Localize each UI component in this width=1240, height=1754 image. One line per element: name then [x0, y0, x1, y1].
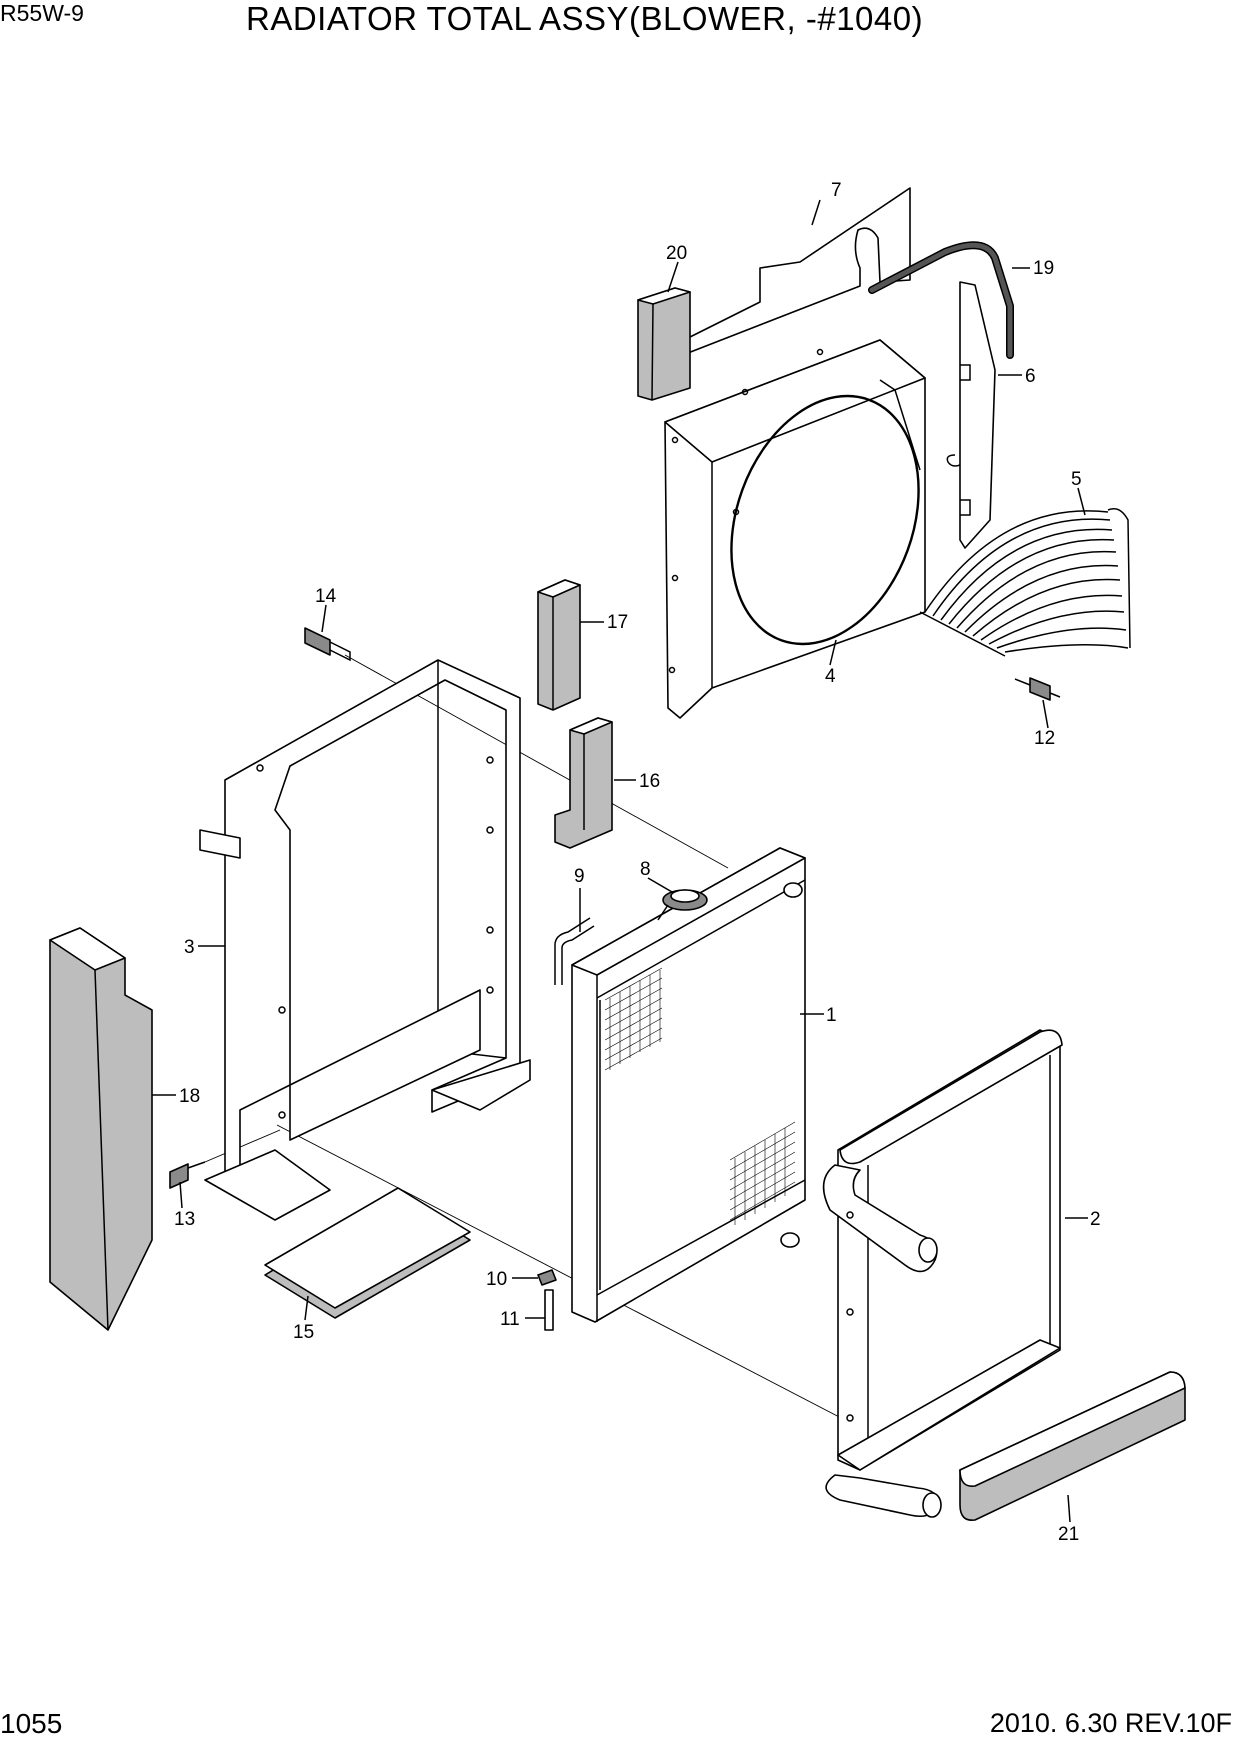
callout-17: 17 [607, 612, 628, 633]
model-code: R55W-9 [0, 0, 84, 26]
part-16-l-block [554, 717, 613, 849]
core-mesh-top [604, 967, 663, 1071]
callout-4: 4 [825, 666, 836, 687]
callout-15: 15 [293, 1322, 314, 1343]
callout-leaders [152, 199, 1088, 1523]
part-14-bolt [304, 627, 351, 662]
part-12-bolt [1014, 677, 1061, 701]
callout-10: 10 [486, 1269, 507, 1290]
part-2-oil-cooler [822, 1029, 1063, 1518]
part-17-block [537, 579, 581, 711]
part-6-side-bracket [946, 281, 996, 549]
callout-19: 19 [1033, 258, 1054, 279]
callout-12: 12 [1034, 728, 1055, 749]
part-11-drain-hose [544, 1289, 554, 1331]
callout-16: 16 [639, 771, 660, 792]
part-19-hose [868, 241, 1014, 359]
part-1-radiator-core [571, 847, 806, 1323]
revision-date: 2010. 6.30 REV.10F [989, 1708, 1232, 1738]
part-8-radiator-cap [657, 889, 708, 921]
part-13-bolt [169, 1161, 206, 1189]
part-20-seal-block [637, 287, 691, 401]
part-21-long-seal [959, 1371, 1186, 1522]
callout-7: 7 [831, 180, 842, 201]
callout-11: 11 [500, 1309, 520, 1330]
part-18-side-block [49, 927, 153, 1331]
callout-21: 21 [1058, 1524, 1079, 1545]
callout-13: 13 [174, 1209, 195, 1230]
part-5-fan-guard [919, 508, 1131, 657]
callout-1: 1 [826, 1005, 837, 1026]
page-title: RADIATOR TOTAL ASSY(BLOWER, -#1040) [246, 0, 924, 37]
callout-8: 8 [640, 859, 651, 880]
part-15-plate [264, 1187, 471, 1319]
core-mesh-bottom [729, 1121, 796, 1225]
callout-2: 2 [1090, 1209, 1101, 1230]
callout-5: 5 [1071, 469, 1082, 490]
page-number: 1055 [0, 1708, 63, 1739]
part-4-fan-shroud [664, 339, 926, 719]
part-10-drain-cock [537, 1269, 557, 1286]
callout-9: 9 [574, 866, 585, 887]
callout-18: 18 [179, 1086, 200, 1107]
part-7-top-plate [659, 187, 911, 361]
callout-20: 20 [666, 243, 687, 264]
callout-6: 6 [1025, 366, 1036, 387]
callout-14: 14 [315, 586, 337, 607]
callout-3: 3 [184, 937, 195, 958]
part-9-overflow-tube [554, 917, 595, 985]
callout-labels: 7 20 19 6 5 4 12 14 17 16 9 8 3 1 18 13 … [174, 180, 1101, 1545]
part-3-radiator-frame [199, 659, 531, 1221]
